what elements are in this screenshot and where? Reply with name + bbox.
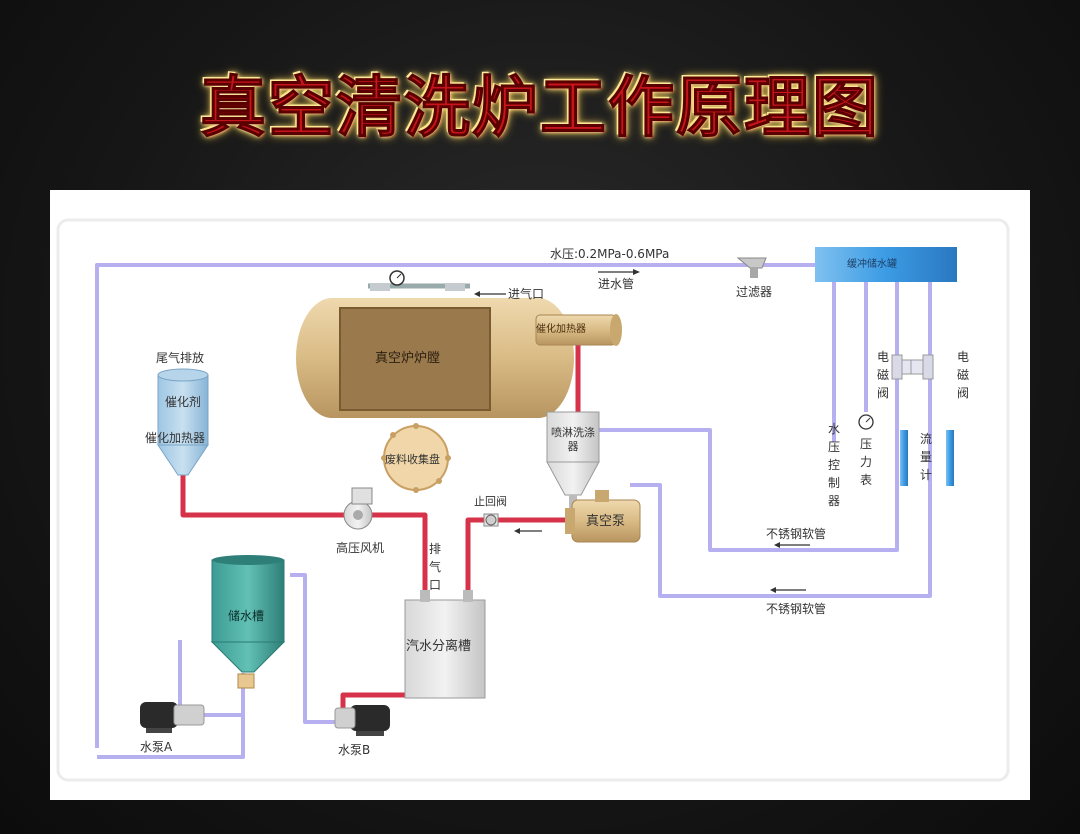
flow-meter-shape (900, 430, 908, 486)
inner-frame (56, 218, 1010, 782)
label-water-tank: 储水槽 (228, 609, 265, 623)
label-separator: 汽水分离槽 (406, 639, 472, 654)
separator-shape (404, 590, 486, 699)
fan-line (180, 475, 428, 590)
buffer-tank-shape (815, 247, 957, 282)
label-vacuum-pump: 真空泵 (586, 514, 626, 529)
label-catalytic-heater-small: 催化加热器 (536, 324, 586, 335)
label-filter: 过滤器 (736, 285, 773, 299)
label-inlet-pipe: 进水管 (598, 277, 635, 291)
gas-lines (180, 330, 581, 715)
hose-line-1 (575, 282, 899, 552)
water-tank-shape (210, 555, 286, 689)
water-lines (95, 263, 932, 759)
pump-b-shape (334, 705, 390, 736)
label-water-pressure-controller: 水压控制器 (827, 422, 840, 508)
label-exhaust-port: 排气口 (428, 542, 441, 592)
main-water-line (95, 263, 815, 748)
label-solenoid-valve-1: 电磁阀 (876, 350, 889, 400)
label-solenoid-valve-2: 电磁阀 (956, 350, 969, 400)
label-flow-meter: 流量计 (919, 432, 932, 482)
catalytic-tower-shape (157, 368, 209, 476)
filter-shape (736, 257, 767, 278)
label-gas-inlet: 进气口 (508, 287, 545, 301)
label-pressure-gauge: 压力表 (859, 437, 872, 487)
diagram-canvas (56, 218, 1010, 782)
fan-shape (343, 487, 373, 530)
page-title: 真空清洗炉工作原理图 (200, 69, 880, 147)
label-catalyst: 催化剂 (165, 395, 202, 409)
diagram-panel: 水压:0.2MPa-0.6MPa 进水管 过滤器 缓冲储水罐 进气口 真空炉炉膛… (50, 190, 1030, 800)
label-pump-a: 水泵A (140, 740, 173, 754)
spray-washer-shape (546, 411, 600, 509)
flow-meter-2-shape (946, 430, 954, 486)
pump-a-return (97, 673, 245, 759)
vacuum-chamber-shape (296, 270, 622, 418)
solenoid-valves-shape (891, 354, 934, 380)
waste-tray-shape (381, 423, 451, 493)
check-valve-shape (483, 513, 499, 527)
pressure-gauge-shape (858, 414, 874, 430)
label-check-valve: 止回阀 (474, 495, 507, 508)
pump-b-suction (290, 573, 340, 724)
pump-a-shape (140, 702, 205, 733)
label-waste-tray: 废料收集盘 (385, 453, 440, 466)
label-stainless-hose-2: 不锈钢软管 (766, 602, 827, 616)
label-buffer-tank: 缓冲储水罐 (847, 259, 897, 270)
pump-to-separator (465, 517, 572, 590)
title-banner: 真空清洗炉工作原理图 (190, 50, 890, 154)
label-exhaust: 尾气排放 (156, 351, 205, 365)
hose-line-2 (630, 282, 932, 598)
vacuum-pump-shape (565, 490, 641, 543)
label-pump-b: 水泵B (338, 743, 371, 757)
label-high-pressure-fan: 高压风机 (336, 541, 385, 555)
label-spray-washer: 喷淋洗涤器 (551, 426, 595, 453)
label-catalytic-heater: 催化加热器 (145, 431, 206, 445)
label-water-pressure: 水压:0.2MPa-0.6MPa (550, 247, 670, 261)
label-vacuum-chamber: 真空炉炉膛 (375, 351, 441, 366)
label-stainless-hose-1: 不锈钢软管 (766, 527, 827, 541)
